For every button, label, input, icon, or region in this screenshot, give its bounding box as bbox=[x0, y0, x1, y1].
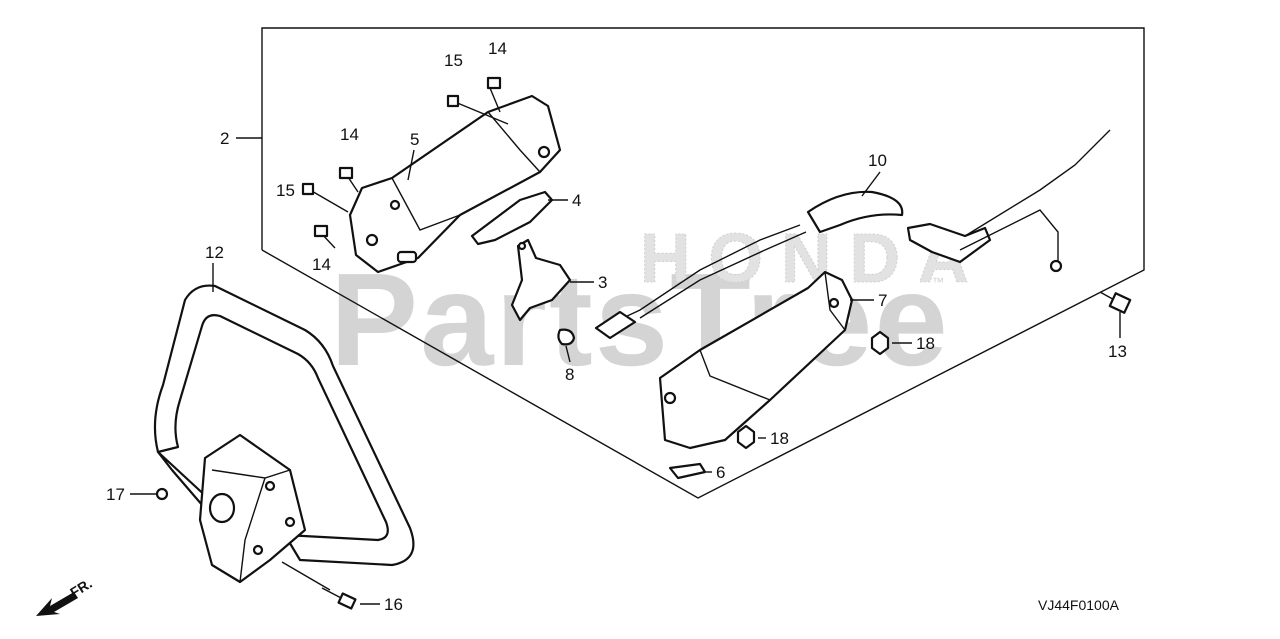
arrow-icon bbox=[36, 592, 78, 616]
callout-18: 18 bbox=[770, 429, 789, 448]
callout-16: 16 bbox=[384, 595, 403, 614]
callout-5: 5 bbox=[410, 130, 419, 149]
part-5-housing bbox=[348, 94, 562, 274]
part-18-nut-b bbox=[736, 424, 756, 450]
callout-18: 18 bbox=[916, 334, 935, 353]
callout-2: 2 bbox=[220, 129, 229, 148]
leader-lines bbox=[130, 137, 1121, 605]
callout-6: 6 bbox=[716, 463, 725, 482]
part-6-cap bbox=[668, 462, 707, 480]
callout-4: 4 bbox=[572, 191, 581, 210]
part-13-bolt bbox=[1099, 291, 1132, 314]
callout-14: 14 bbox=[488, 39, 507, 58]
part-7-grip bbox=[658, 270, 854, 450]
callouts: 2 14 15 14 5 15 4 14 3 8 10 7 18 18 6 13… bbox=[106, 39, 1127, 614]
part-4-trigger bbox=[470, 190, 554, 246]
fasteners bbox=[301, 76, 509, 249]
callout-14: 14 bbox=[340, 125, 359, 144]
callout-15: 15 bbox=[444, 51, 463, 70]
front-direction-arrow: FR. bbox=[36, 575, 95, 616]
part-bracket-block bbox=[198, 433, 307, 584]
part-16-bolt bbox=[321, 587, 357, 610]
part-3-lever bbox=[510, 238, 572, 322]
cable-end bbox=[594, 310, 637, 340]
watermark-trademark: ™ bbox=[932, 275, 944, 289]
part-17-nut bbox=[155, 487, 169, 501]
switch-wires bbox=[959, 129, 1111, 262]
callout-13: 13 bbox=[1108, 342, 1127, 361]
callout-3: 3 bbox=[598, 273, 607, 292]
callout-15: 15 bbox=[276, 181, 295, 200]
part-10-tube-end bbox=[906, 222, 992, 264]
part-18-nut-a bbox=[870, 330, 890, 356]
diagram-code: VJ44F0100A bbox=[1038, 597, 1120, 613]
part-10-tube bbox=[806, 190, 904, 234]
throttle-cable bbox=[607, 224, 807, 326]
callout-8: 8 bbox=[565, 365, 574, 384]
assembly-outline bbox=[261, 27, 1145, 499]
part-8-clip bbox=[557, 328, 576, 346]
callout-7: 7 bbox=[878, 291, 887, 310]
callout-14: 14 bbox=[312, 255, 331, 274]
callout-12: 12 bbox=[205, 243, 224, 262]
callout-17: 17 bbox=[106, 485, 125, 504]
callout-10: 10 bbox=[868, 151, 887, 170]
